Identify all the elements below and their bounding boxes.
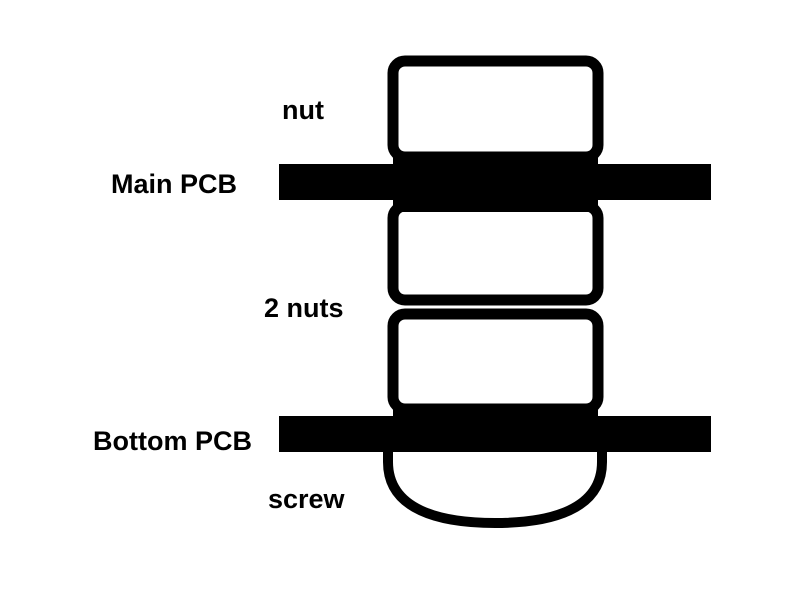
label-main-pcb: Main PCB <box>111 169 237 199</box>
middle-nut-lower <box>387 308 604 415</box>
bottom-pcb-board <box>279 416 711 452</box>
label-nut: nut <box>282 95 324 125</box>
top-nut <box>387 55 604 163</box>
label-screw: screw <box>268 484 346 514</box>
label-bottom-pcb: Bottom PCB <box>93 426 252 456</box>
screw-head <box>383 448 607 529</box>
middle-nut-upper <box>387 200 604 306</box>
label-two-nuts: 2 nuts <box>264 293 344 323</box>
main-pcb-board <box>279 164 711 200</box>
